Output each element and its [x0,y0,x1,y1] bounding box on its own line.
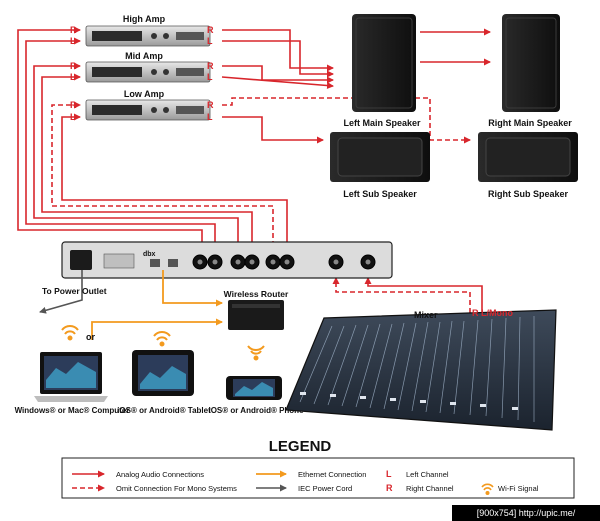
mixer-console [285,309,557,431]
wifi-icon [153,331,171,347]
legend-left-icon: L [386,469,392,479]
tablet-label: iOS® or Android® Tablet [117,406,211,415]
cable-mixer-l [364,277,483,313]
right-sub-speaker-label: Right Sub Speaker [488,189,569,199]
computer-label: Windows® or Mac® Computer [15,406,130,415]
legend-box [61,457,575,499]
legend-power: IEC Power Cord [256,484,352,493]
amp-high-in-l: L [70,36,76,46]
legend-left-channel: L Left Channel [386,469,449,479]
mixer-label: Mixer [414,310,438,320]
amp-low-out-l: L [207,112,213,122]
legend-title: LEGEND [269,438,332,455]
legend-right-channel: R Right Channel [386,483,454,493]
amp-low [85,99,211,121]
wifi-icon [481,483,494,495]
cable-low-l [61,113,288,262]
wifi-icon [61,325,79,341]
analog-connections [17,26,491,313]
amp-mid-out-l: L [207,72,213,82]
cable-mid-l [41,73,253,262]
amp-high-label: High Amp [123,14,166,24]
amp-low-in-l: L [70,112,76,122]
power-cord [39,270,83,314]
amp-mid-out-r: R [207,61,214,71]
cable-high-out-r [222,29,334,72]
cable-high-l [25,37,216,262]
right-main-speaker [502,14,560,112]
legend-analog-text: Analog Audio Connections [116,470,204,479]
amp-mid [85,61,211,83]
mixer-output-label: R L/Mono [472,308,513,318]
phone-device [226,376,282,400]
right-main-speaker-label: Right Main Speaker [488,118,572,128]
wifi-icon [247,345,265,361]
legend-wifi-text: Wi-Fi Signal [498,484,539,493]
legend-left-text: Left Channel [406,470,449,479]
cable-low-r [51,101,274,262]
phone-label: iOS® or Android® Phone [208,406,304,415]
legend-wifi: Wi-Fi Signal [481,483,539,495]
cable-processor-router [162,270,223,307]
amp-low-in-r: R [70,100,77,110]
legend-ethernet-text: Ethernet Connection [298,470,366,479]
amp-high-in-r: R [70,25,77,35]
legend-omit-text: Omit Connection For Mono Systems [116,484,237,493]
cable-high-out-l [222,40,334,78]
amp-high [85,25,211,47]
tablet-device [132,350,194,396]
cable-mixer-r [332,277,471,313]
legend-analog: Analog Audio Connections [72,470,204,479]
processor-logo: dbx [143,251,156,258]
right-sub-speaker [478,132,578,182]
amp-high-out-r: R [207,25,214,35]
amp-low-out-r: R [207,100,214,110]
processor-unit: dbx [61,241,393,279]
cable-low-out-l [222,116,324,144]
amp-mid-in-l: L [70,72,76,82]
left-sub-speaker [330,132,430,182]
cable-mid-out-l [221,76,334,90]
legend-power-text: IEC Power Cord [298,484,352,493]
cable-low-out-r [222,97,471,144]
router-label: Wireless Router [224,289,289,299]
power-outlet-label: To Power Outlet [42,286,107,296]
cable-high-r [17,26,203,262]
watermark-bar [452,505,600,521]
laptop-computer [34,352,108,402]
ethernet-connections [91,270,223,340]
left-sub-speaker-label: Left Sub Speaker [343,189,417,199]
amp-high-out-l: L [207,36,213,46]
amp-mid-in-r: R [70,61,77,71]
legend-right-text: Right Channel [406,484,454,493]
amp-low-label: Low Amp [124,89,165,99]
legend-ethernet: Ethernet Connection [256,470,366,479]
amp-mid-label: Mid Amp [125,51,163,61]
left-main-speaker-label: Left Main Speaker [343,118,421,128]
cable-computer-router [91,318,223,340]
left-main-speaker [352,14,416,112]
cable-mid-r [33,62,239,262]
legend-right-icon: R [386,483,393,493]
or-label: or [86,332,95,342]
cable-mid-out-r [222,65,334,84]
legend-omit: Omit Connection For Mono Systems [72,484,237,493]
wireless-router [228,300,284,330]
watermark-text: [900x754] http://upic.me/ [477,508,576,518]
